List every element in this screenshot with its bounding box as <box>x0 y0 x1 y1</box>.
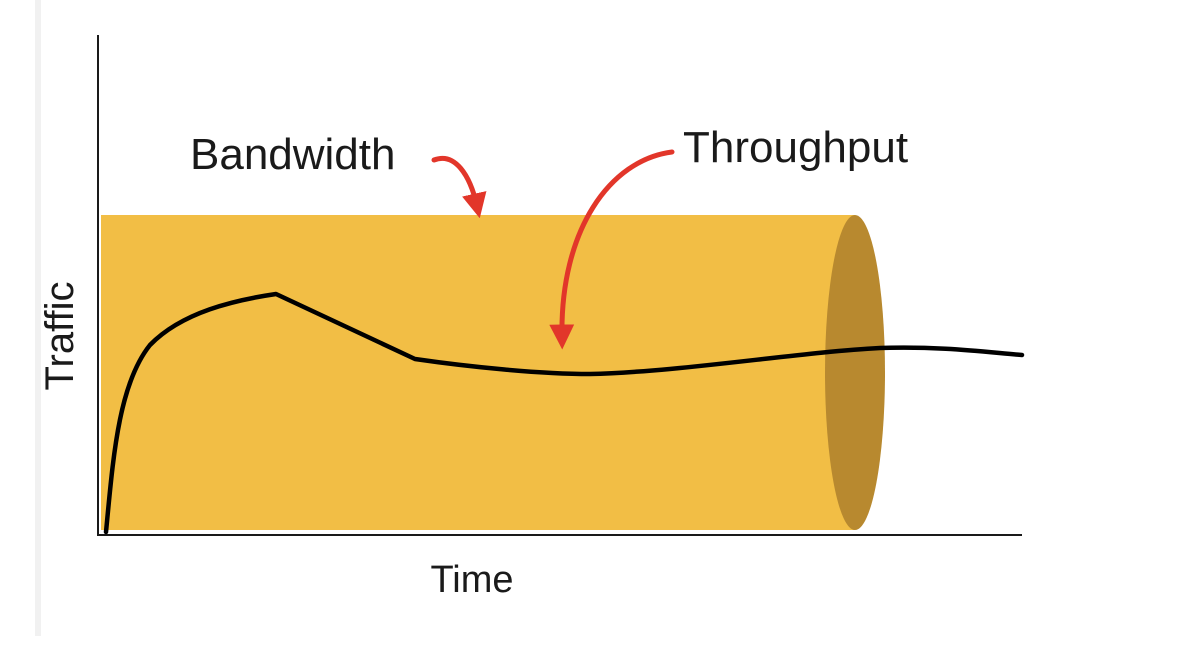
bandwidth-label: Bandwidth <box>190 130 395 179</box>
axes <box>97 35 1022 536</box>
left-border-strip <box>35 0 41 636</box>
pipe-body <box>101 215 855 530</box>
pipe-end <box>825 215 885 530</box>
throughput-arrow <box>549 149 675 350</box>
throughput-line <box>103 291 1025 535</box>
x-axis-label: Time <box>430 559 513 601</box>
bandwidth-arrow <box>431 156 487 219</box>
y-axis-label: Traffic <box>38 282 82 391</box>
bandwidth-pipe <box>101 215 885 530</box>
throughput-label: Throughput <box>683 123 908 172</box>
